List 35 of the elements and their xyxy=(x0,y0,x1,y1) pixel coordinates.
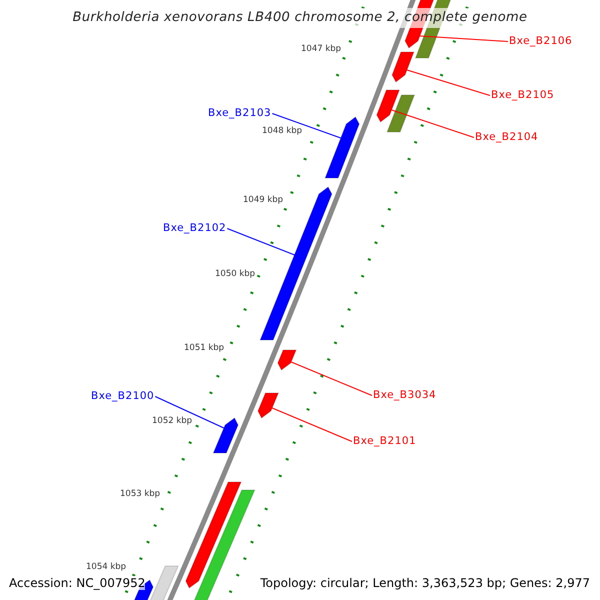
scale-label: 1049 kbp xyxy=(243,195,284,205)
genome-summary-text: Topology: circular; Length: 3,363,523 bp; Genes: 2,977 xyxy=(260,576,590,590)
gene-feature xyxy=(257,392,280,419)
gene-label: Bxe_B2106 xyxy=(509,35,572,48)
gene-label: Bxe_B2102 xyxy=(163,222,226,235)
gene-feature xyxy=(324,116,360,178)
gene-feature xyxy=(185,482,242,589)
leader-line xyxy=(272,113,342,138)
scale-label: 1048 kbp xyxy=(262,126,302,136)
scale-label: 1047 kbp xyxy=(301,44,342,54)
scale-label: 1054 kbp xyxy=(86,562,126,572)
gene-feature xyxy=(147,566,179,600)
leader-line xyxy=(272,408,352,442)
leader-line xyxy=(290,362,372,396)
gene-label: Bxe_B2103 xyxy=(208,107,272,120)
scale-label: 1053 kbp xyxy=(120,489,160,499)
gene-feature xyxy=(212,417,239,454)
gene-feature xyxy=(277,350,297,371)
gene-label: Bxe_B2100 xyxy=(91,390,154,403)
gene-feature xyxy=(386,94,416,132)
leader-line xyxy=(419,36,508,42)
gene-feature xyxy=(376,90,400,123)
gene-feature xyxy=(392,52,415,83)
gene-label: Bxe_B3034 xyxy=(373,389,436,402)
gene-label: Bxe_B2105 xyxy=(491,89,554,102)
leader-line xyxy=(391,110,474,138)
accession-text: Accession: NC_007952 xyxy=(9,576,146,590)
scale-label: 1051 kbp xyxy=(184,343,224,353)
scale-label: 1052 kbp xyxy=(152,416,192,426)
gene-label: Bxe_B2104 xyxy=(475,131,538,144)
leader-line xyxy=(154,396,224,428)
gene-feature xyxy=(191,490,256,600)
gene-label: Bxe_B2101 xyxy=(353,435,416,448)
leader-line xyxy=(406,70,490,96)
leader-line xyxy=(226,228,296,256)
